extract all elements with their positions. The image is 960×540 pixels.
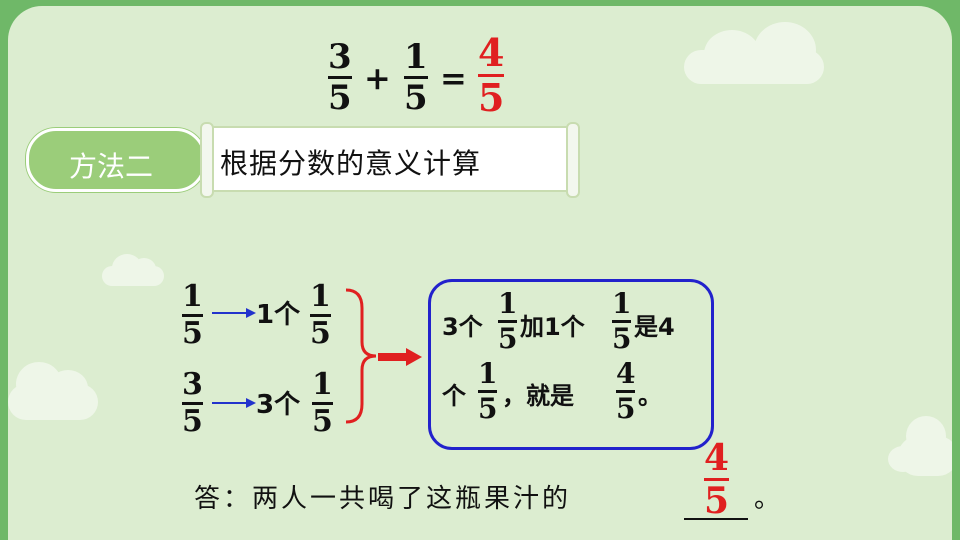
slide-background <box>8 6 952 540</box>
row2-arrow-icon <box>212 398 256 408</box>
row2-unit-fraction: 1 5 <box>312 367 333 439</box>
numerator: 4 <box>478 30 505 75</box>
answer-blank-line <box>684 518 748 520</box>
row1-arrow-icon <box>212 308 256 318</box>
method-title: 根据分数的意义计算 <box>220 147 482 180</box>
equation-result: 4 5 <box>478 30 505 120</box>
explain-fraction-3: 1 5 <box>478 357 498 425</box>
method-title-scroll: 根据分数的意义计算 <box>200 122 580 198</box>
equals-sign: = <box>440 59 467 97</box>
right-brace-icon <box>345 288 377 424</box>
explain-text-3: 是4 <box>634 313 675 341</box>
method-label-pill: 方法二 <box>26 128 206 192</box>
numerator: 1 <box>404 37 428 77</box>
explain-fraction-2: 1 5 <box>612 287 632 355</box>
cloud-decoration <box>684 22 824 84</box>
cloud-decoration <box>102 254 164 286</box>
red-arrow-icon <box>378 348 422 366</box>
equation-fraction-a: 3 5 <box>328 40 352 115</box>
row2-fraction: 3 5 <box>182 367 203 439</box>
row2-count: 3个 <box>256 390 301 420</box>
denominator: 5 <box>404 78 428 118</box>
answer-end: 。 <box>754 484 781 514</box>
answer-fraction: 4 5 <box>704 437 730 522</box>
answer-text: 答：两人一共喝了这瓶果汁的 <box>194 484 572 514</box>
explain-text-5: ，就是 <box>502 382 574 410</box>
numerator: 3 <box>328 37 352 77</box>
explain-fraction-4: 4 5 <box>616 357 636 425</box>
equation-fraction-b: 1 5 <box>404 40 428 115</box>
explain-text-2: 加1个 <box>520 313 585 341</box>
explain-fraction-1: 1 5 <box>498 287 518 355</box>
method-label: 方法二 <box>68 150 153 183</box>
explain-text-4: 个 <box>442 382 466 410</box>
row1-count: 1个 <box>256 300 301 330</box>
row1-fraction: 1 5 <box>182 279 203 351</box>
explanation-box <box>428 279 714 450</box>
explain-text-1: 3个 <box>442 313 483 341</box>
denominator: 5 <box>328 78 352 118</box>
plus-sign: + <box>364 59 391 97</box>
row1-unit-fraction: 1 5 <box>310 279 331 351</box>
cloud-decoration <box>888 416 952 476</box>
cloud-decoration <box>8 362 98 420</box>
denominator: 5 <box>478 75 505 120</box>
explain-text-6: 。 <box>638 382 662 410</box>
